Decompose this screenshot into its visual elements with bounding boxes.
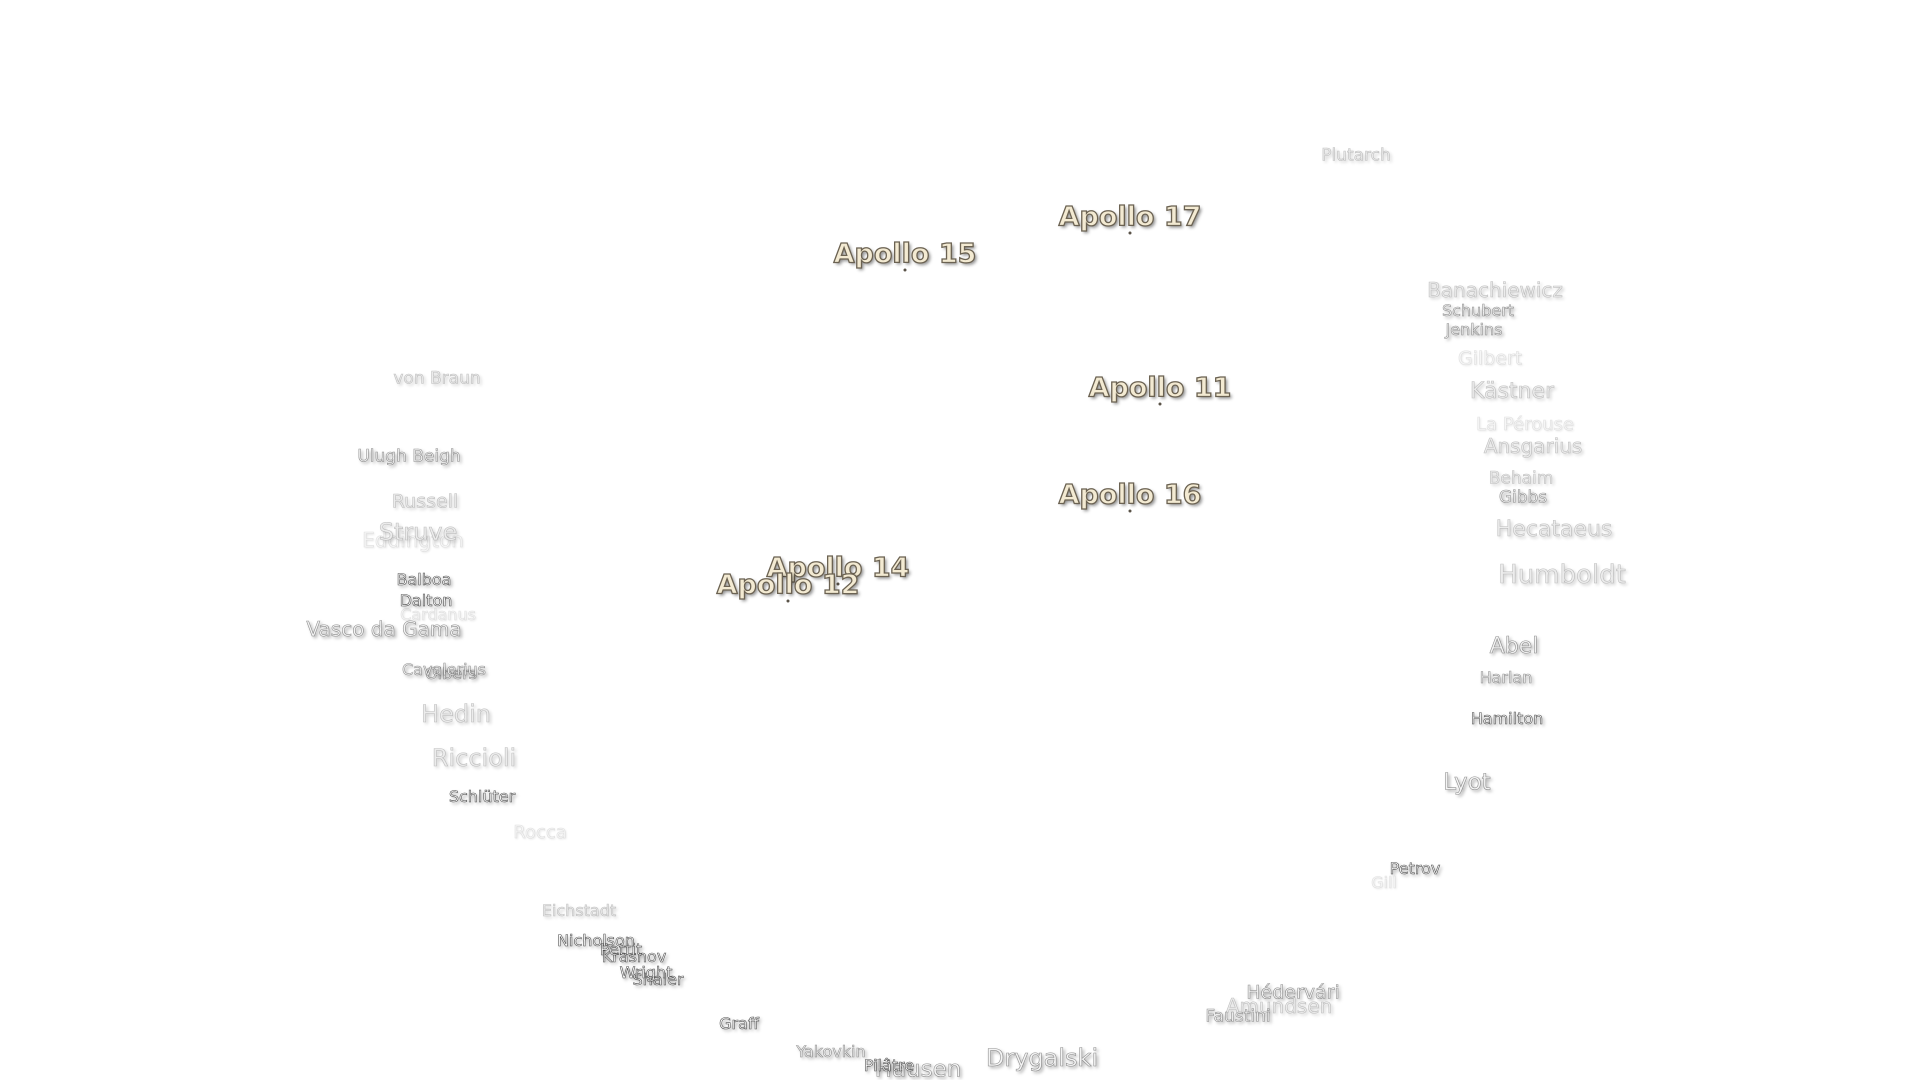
crater-label-hamilton[interactable]: Hamilton	[1470, 709, 1544, 728]
crater-label-drygalski[interactable]: Drygalski	[985, 1044, 1099, 1072]
crater-label-schubert[interactable]: Schubert	[1441, 301, 1515, 320]
crater-label-russell[interactable]: Russell	[391, 490, 459, 513]
crater-label-eddington[interactable]: Eddington	[362, 528, 464, 552]
crater-label-pettit[interactable]: Pettit	[599, 940, 643, 959]
crater-label-hedervari[interactable]: Hédervári	[1246, 981, 1340, 1004]
apollo-17-label[interactable]: Apollo 17	[1058, 201, 1202, 233]
crater-label-gilbert[interactable]: Gilbert	[1457, 347, 1523, 370]
crater-label-riccioli[interactable]: Riccioli	[431, 744, 517, 772]
crater-label-von-braun[interactable]: von Braun	[393, 368, 481, 389]
crater-label-petrov[interactable]: Petrov	[1389, 859, 1441, 878]
crater-label-amundsen[interactable]: Amundsen	[1225, 994, 1333, 1018]
crater-label-struve[interactable]: Struve	[378, 518, 458, 546]
apollo-17-marker	[1128, 231, 1132, 235]
apollo-11-label[interactable]: Apollo 11	[1088, 372, 1232, 404]
crater-label-lyot[interactable]: Lyot	[1443, 769, 1491, 796]
apollo-15-label[interactable]: Apollo 15	[833, 238, 977, 270]
crater-label-eichstadt[interactable]: Eichstadt	[541, 901, 617, 920]
crater-label-faustini[interactable]: Faustini	[1205, 1006, 1271, 1027]
crater-label-behaim[interactable]: Behaim	[1488, 468, 1554, 489]
crater-label-graff[interactable]: Graff	[719, 1014, 759, 1033]
crater-label-wright[interactable]: Wright	[619, 963, 673, 982]
crater-label-balboa[interactable]: Balboa	[396, 570, 452, 589]
crater-label-gibbs[interactable]: Gibbs	[1498, 487, 1548, 508]
apollo-16-label[interactable]: Apollo 16	[1058, 479, 1202, 511]
crater-label-gill[interactable]: Gill	[1371, 873, 1397, 892]
crater-label-hecataeus[interactable]: Hecataeus	[1495, 517, 1613, 542]
crater-label-olbers[interactable]: Olbers	[425, 664, 478, 683]
crater-label-cavalerius[interactable]: Cavalerius	[401, 660, 487, 679]
crater-label-banachiewicz[interactable]: Banachiewicz	[1427, 278, 1563, 302]
crater-label-hedin[interactable]: Hedin	[421, 700, 492, 728]
apollo-14-label[interactable]: Apollo 14	[766, 552, 910, 584]
crater-label-vasco-da-gama[interactable]: Vasco da Gama	[306, 617, 462, 641]
crater-label-abel[interactable]: Abel	[1489, 634, 1539, 659]
apollo-12-marker	[786, 599, 790, 603]
crater-label-harlan[interactable]: Harlan	[1479, 668, 1533, 687]
apollo-15-marker	[903, 268, 907, 272]
crater-label-krasnov[interactable]: Krasnov	[601, 947, 667, 966]
crater-label-la-perouse[interactable]: La Pérouse	[1476, 414, 1575, 435]
crater-label-schluter[interactable]: Schlüter	[448, 787, 516, 806]
crater-label-cardanus[interactable]: Cardanus	[400, 605, 476, 624]
crater-label-shaler[interactable]: Shaler	[632, 970, 684, 989]
crater-label-plutarch[interactable]: Plutarch	[1321, 145, 1391, 166]
crater-label-ulugh-beigh[interactable]: Ulugh Beigh	[357, 446, 461, 467]
crater-label-kastner[interactable]: Kästner	[1469, 379, 1555, 404]
apollo-11-marker	[1158, 402, 1162, 406]
crater-label-yakovkin[interactable]: Yakovkin	[796, 1042, 866, 1061]
crater-label-pilatre[interactable]: Pilâtre	[863, 1056, 915, 1075]
crater-label-ansgarius[interactable]: Ansgarius	[1483, 434, 1583, 458]
apollo-14-marker	[836, 582, 840, 586]
apollo-12-label[interactable]: Apollo 12	[716, 569, 860, 601]
crater-label-hausen[interactable]: Hausen	[874, 1056, 962, 1080]
crater-label-dalton[interactable]: Dalton	[399, 591, 453, 610]
crater-label-rocca[interactable]: Rocca	[513, 822, 567, 843]
crater-label-jenkins[interactable]: Jenkins	[1445, 320, 1503, 339]
crater-label-humboldt[interactable]: Humboldt	[1498, 560, 1626, 590]
crater-label-nicholson[interactable]: Nicholson	[557, 931, 635, 950]
apollo-16-marker	[1128, 509, 1132, 513]
